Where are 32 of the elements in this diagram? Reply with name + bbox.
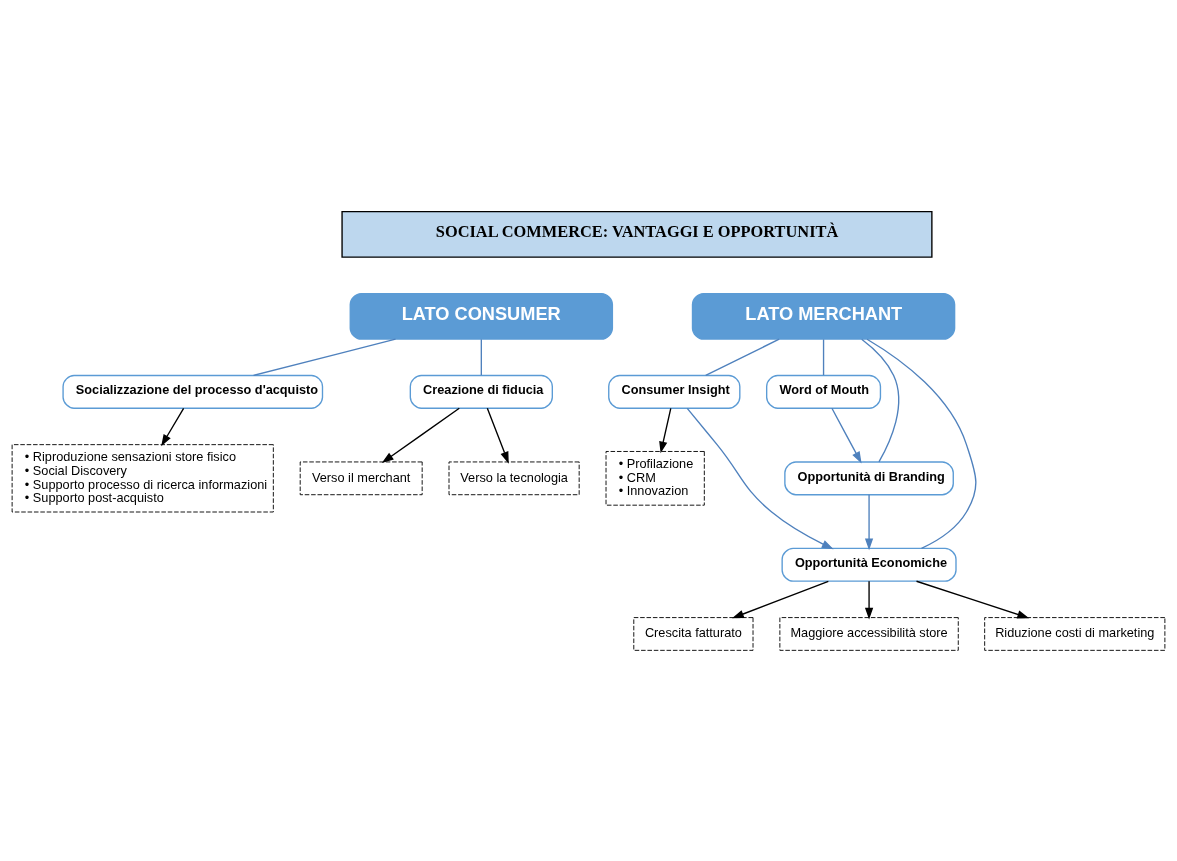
node-box: Opportunità Economiche <box>781 547 957 582</box>
node-box: Crescita fatturato <box>633 616 754 651</box>
node-box: • Riproduzione sensazioni store fisico • Social Discovery • Supporto processo di ricerca informazioni • Supporto post-acquisto <box>11 443 274 512</box>
node-box: LATO CONSUMER <box>349 292 614 340</box>
arrow <box>686 407 834 549</box>
arrow <box>381 407 460 463</box>
node-box: Creazione di fiducia <box>409 374 553 409</box>
arrow <box>915 580 1030 618</box>
node-box: • Profilazione • CRM • Innovazion <box>605 450 705 506</box>
arrow <box>732 580 829 618</box>
arrow <box>486 407 509 464</box>
node-box: LATO MERCHANT <box>691 292 956 340</box>
connector <box>866 338 977 549</box>
connector <box>822 338 825 376</box>
connector <box>705 337 780 376</box>
node-box: Maggiore accessibilità store <box>779 616 959 651</box>
node-box: Riduzione costi di marketing <box>984 616 1166 651</box>
arrow <box>831 407 862 464</box>
node-box: Consumer Insight <box>608 374 741 409</box>
arrow <box>161 407 185 446</box>
node-box: Verso la tecnologia <box>448 461 580 495</box>
arrow <box>864 580 874 620</box>
node-box: Socializzazione del processo d'acquisto <box>62 374 324 409</box>
node-box: Opportunità di Branding <box>784 460 954 495</box>
arrow <box>864 493 874 550</box>
node-box: Verso il merchant <box>299 461 423 495</box>
connector <box>480 338 482 376</box>
node-box: Word of Mouth <box>766 374 882 409</box>
connector <box>252 337 397 376</box>
arrow <box>659 407 672 453</box>
connector <box>861 338 900 463</box>
node-box: SOCIAL COMMERCE: VANTAGGI E OPPORTUNITÀ <box>341 210 933 258</box>
